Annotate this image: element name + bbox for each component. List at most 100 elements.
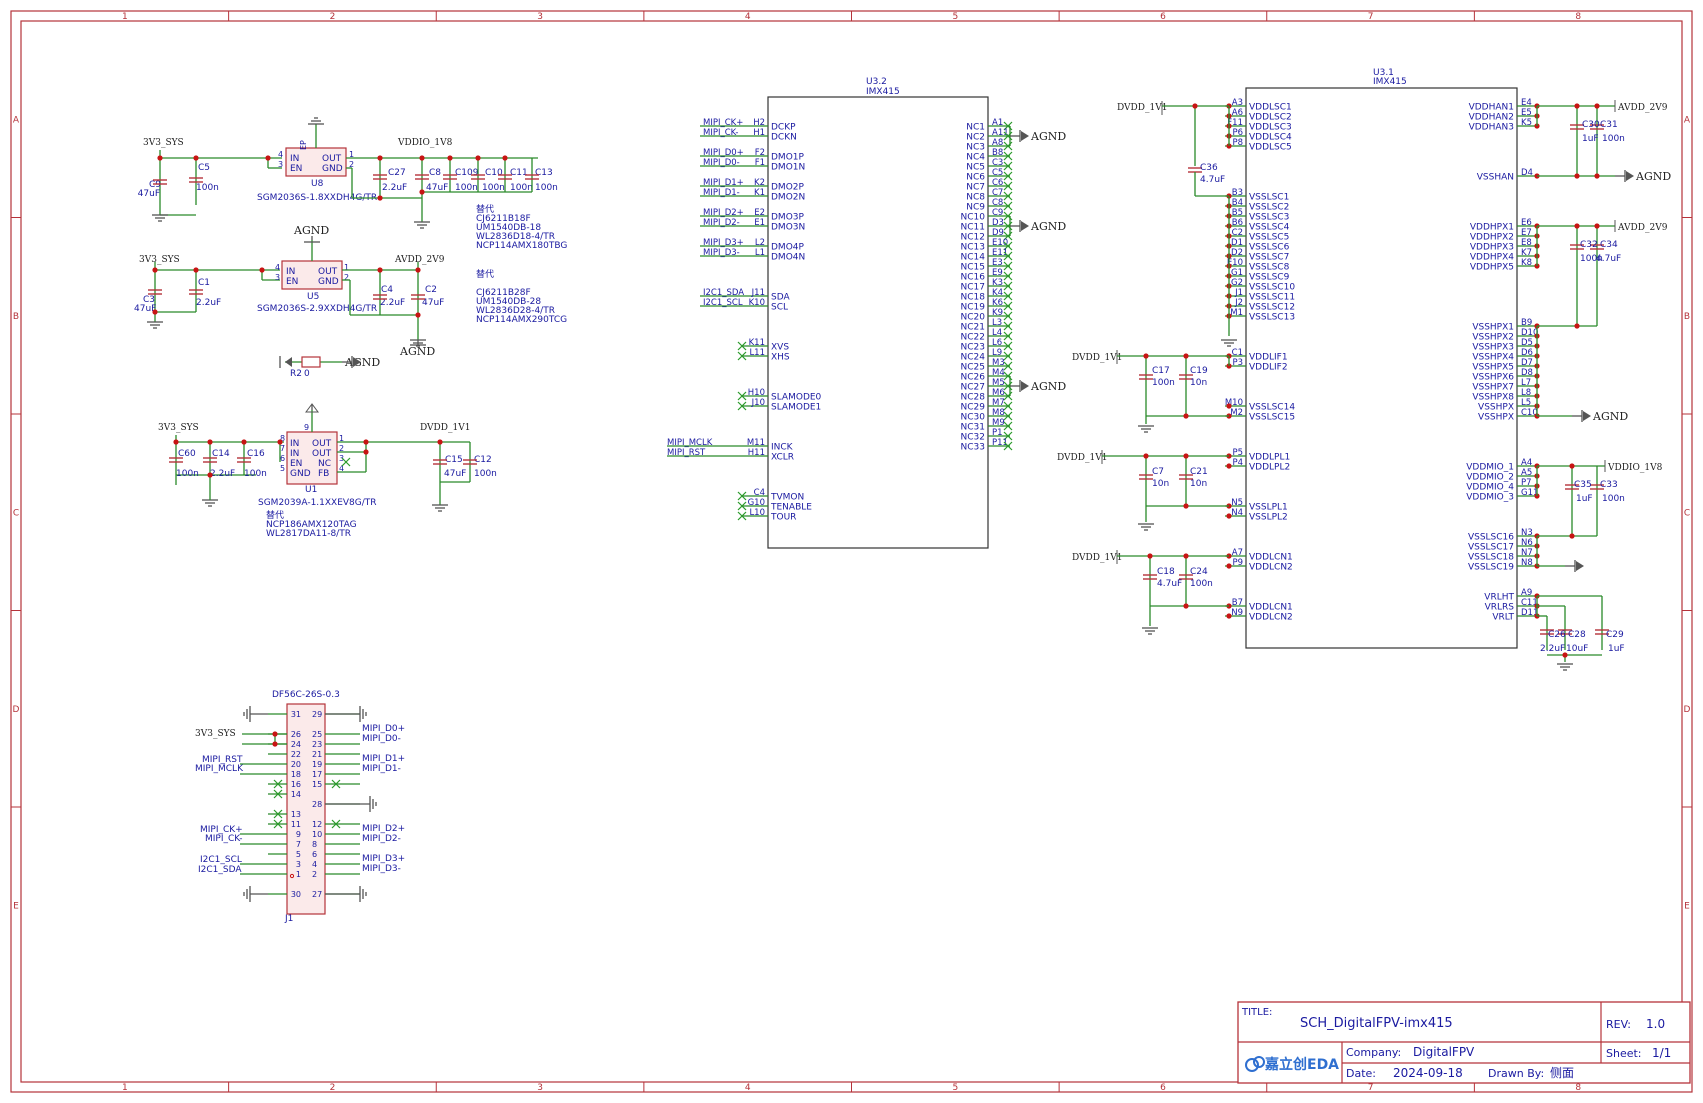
svg-text:NC27: NC27 [961,383,985,393]
column-label: 4 [745,12,751,22]
net-label: AVDD_2V9 [1617,103,1668,113]
svg-text:VSSLSC4: VSSLSC4 [1249,223,1290,233]
svg-text:A1: A1 [992,118,1003,128]
svg-text:VDDHAN3: VDDHAN3 [1469,123,1514,133]
no-connect-icon [1003,431,1013,441]
pin-number: 3 [296,860,301,869]
net-label: AVDD_2V9 [394,255,445,265]
svg-text:MIPI_D0-: MIPI_D0- [703,158,740,168]
svg-text:L3: L3 [992,318,1002,328]
svg-text:VSSHPX: VSSHPX [1478,413,1514,423]
svg-text:F1: F1 [755,158,765,168]
no-connect-icon [1003,151,1013,161]
cap-ref: C109 [455,168,479,178]
svg-text:MIPI_MCLK: MIPI_MCLK [667,438,713,448]
cap-ref: C12 [474,455,492,465]
cap-ref: C8 [429,168,441,178]
svg-text:SLAMODE1: SLAMODE1 [771,403,821,413]
svg-text:P5: P5 [1232,448,1243,458]
svg-text:IN: IN [286,267,295,277]
svg-text:K9: K9 [992,308,1003,318]
junction-dot [415,312,421,318]
no-connect-icon [1003,131,1013,141]
no-connect-icon [1003,271,1013,281]
svg-text:9: 9 [304,423,309,432]
val-label: 0 [304,369,310,379]
cap-ref: C10 [485,168,503,178]
svg-text:WL2817DA11-8/TR: WL2817DA11-8/TR [266,529,351,539]
capacitor-icon [1179,574,1193,580]
junction-dot [419,155,425,161]
svg-text:M11: M11 [747,438,765,448]
svg-text:NC30: NC30 [961,413,986,423]
svg-text:VSSLSC12: VSSLSC12 [1249,303,1295,313]
pin-number: 18 [291,770,301,779]
company-value: DigitalFPV [1413,1045,1475,1059]
svg-text:XHS: XHS [771,353,790,363]
svg-text:2: 2 [339,444,344,453]
cap-val: 10n [1190,479,1207,489]
capacitor-icon [471,174,485,180]
no-connect-icon [1003,231,1013,241]
pin-number: 26 [291,730,301,739]
svg-text:C26: C26 [1548,630,1566,640]
svg-text:E5: E5 [1521,108,1532,118]
svg-text:J11: J11 [751,288,765,298]
svg-text:AGND: AGND [1030,380,1066,393]
regulator-u8: 3V3_SYS VDDIO_1V8 IN EN OUT GND 4 3 1 2 … [138,124,567,251]
net-label: DVDD_1V1 [1117,103,1167,113]
junction-dot [1143,453,1149,459]
net-label: MIPI_RST [202,755,243,765]
no-connect-icon [1003,201,1013,211]
svg-text:C6: C6 [992,178,1003,188]
svg-text:B3: B3 [1232,188,1243,198]
row-label: D [13,705,20,715]
drawn-value: 侧面 [1550,1066,1574,1080]
ref-label: R2 [290,369,302,379]
no-connect-icon [1003,311,1013,321]
junction-dot [1594,223,1600,229]
capacitor-icon [153,179,167,185]
svg-text:D5: D5 [1521,338,1533,348]
resistor-r2: R2 0 AGND [285,356,380,379]
svg-text:DMO1N: DMO1N [771,163,805,173]
no-connect-icon [737,401,747,411]
svg-text:N6: N6 [1521,538,1533,548]
agnd-symbol: AGND [1010,130,1066,143]
cap-val: 100n [176,469,199,479]
no-connect-icon [331,819,341,829]
svg-text:L9: L9 [992,348,1002,358]
svg-text:A8: A8 [992,138,1003,148]
row-label: A [13,115,20,125]
svg-text:F11: F11 [1227,118,1243,128]
svg-text:8: 8 [280,434,285,443]
capacitor-icon [189,177,203,183]
svg-text:NC22: NC22 [961,333,985,343]
svg-text:L10: L10 [749,508,765,518]
pin-number: 12 [312,820,322,829]
pin-number: 27 [312,890,322,899]
cap-ref: C15 [445,455,463,465]
junction-dot [1226,403,1232,409]
ground-icon [414,221,430,229]
no-connect-icon [1003,241,1013,251]
svg-text:C33: C33 [1600,480,1618,490]
capacitor-icon [1590,244,1604,250]
svg-text:E11: E11 [992,248,1008,258]
svg-text:VDDLSC1: VDDLSC1 [1249,103,1292,113]
svg-text:K1: K1 [754,188,765,198]
